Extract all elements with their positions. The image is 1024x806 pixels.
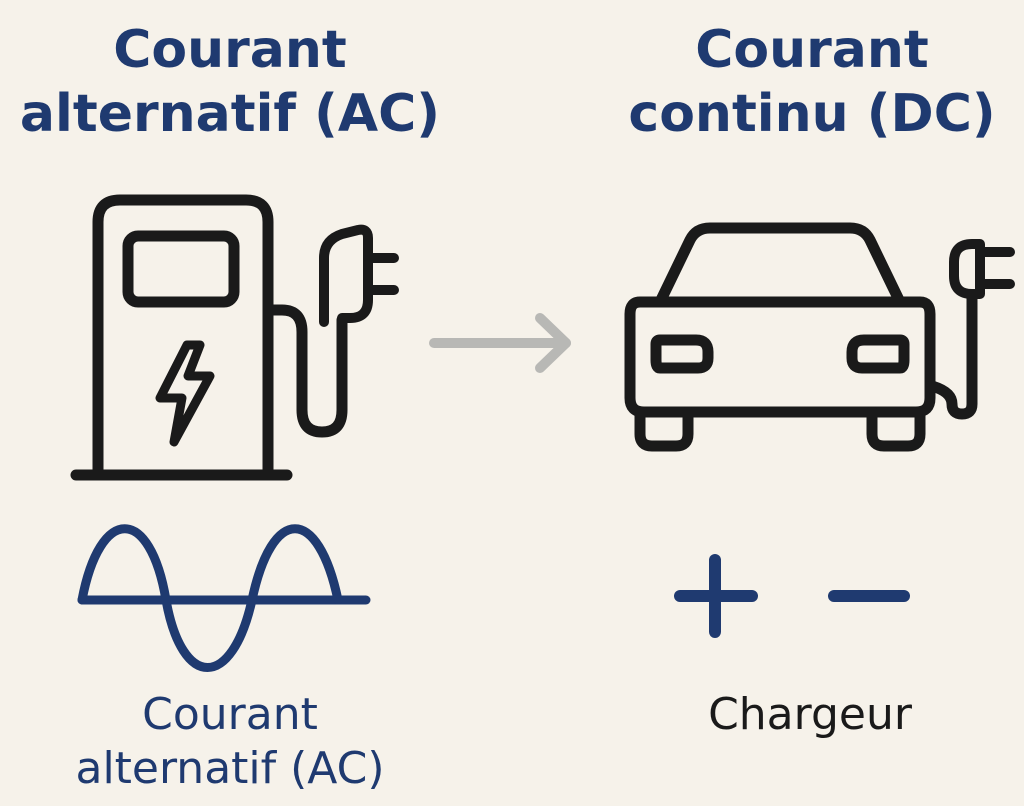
lightning-bolt-icon <box>155 340 215 447</box>
electric-car-icon <box>624 222 978 452</box>
plug-icon <box>319 224 399 327</box>
charging-station-icon <box>70 194 348 481</box>
ac-caption-line1: Courant <box>142 689 318 740</box>
dc-caption-text: Chargeur <box>708 689 912 740</box>
dc-title: Courant continu (DC) <box>600 18 1024 146</box>
ac-title-line1: Courant <box>113 20 347 80</box>
sine-wave-icon <box>77 524 371 672</box>
car-plug-icon <box>949 239 1015 299</box>
ac-caption: Courant alternatif (AC) <box>20 688 440 796</box>
ac-title: Courant alternatif (AC) <box>0 18 460 146</box>
dc-title-line2: continu (DC) <box>628 84 996 144</box>
ac-caption-line2: alternatif (AC) <box>75 743 385 794</box>
plus-icon <box>674 554 758 638</box>
arrow-right-icon <box>429 313 571 373</box>
ac-title-line2: alternatif (AC) <box>19 84 441 144</box>
dc-caption: Chargeur <box>640 688 980 742</box>
dc-title-line1: Courant <box>695 20 929 80</box>
